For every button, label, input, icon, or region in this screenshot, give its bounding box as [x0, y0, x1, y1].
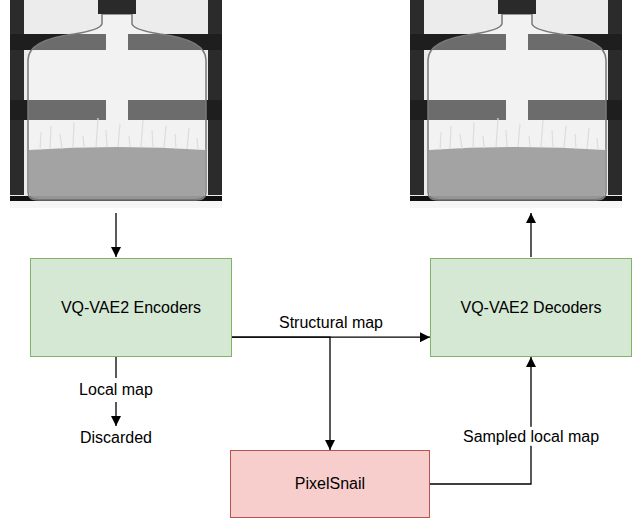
edge-label: Sampled local map	[461, 427, 601, 446]
connector-arrow	[232, 337, 330, 450]
input-photo	[10, 0, 222, 208]
output-arrow	[530, 213, 531, 257]
discard-arrow	[115, 402, 116, 426]
process-box: PixelSnail	[230, 450, 430, 518]
leader-line	[115, 357, 116, 378]
box-text: VQ-VAE2 Encoders	[55, 298, 207, 317]
edge-label: Structural map	[277, 313, 385, 332]
input-arrow	[115, 213, 116, 257]
process-box: VQ-VAE2 Encoders	[30, 258, 232, 357]
annotation-label: Local map	[77, 380, 155, 399]
process-box: VQ-VAE2 Decoders	[430, 258, 632, 357]
output-photo	[410, 0, 622, 208]
connector-arrow	[430, 357, 531, 484]
box-text: PixelSnail	[289, 474, 371, 493]
annotation-label: Discarded	[78, 428, 154, 447]
box-text: VQ-VAE2 Decoders	[454, 298, 607, 317]
